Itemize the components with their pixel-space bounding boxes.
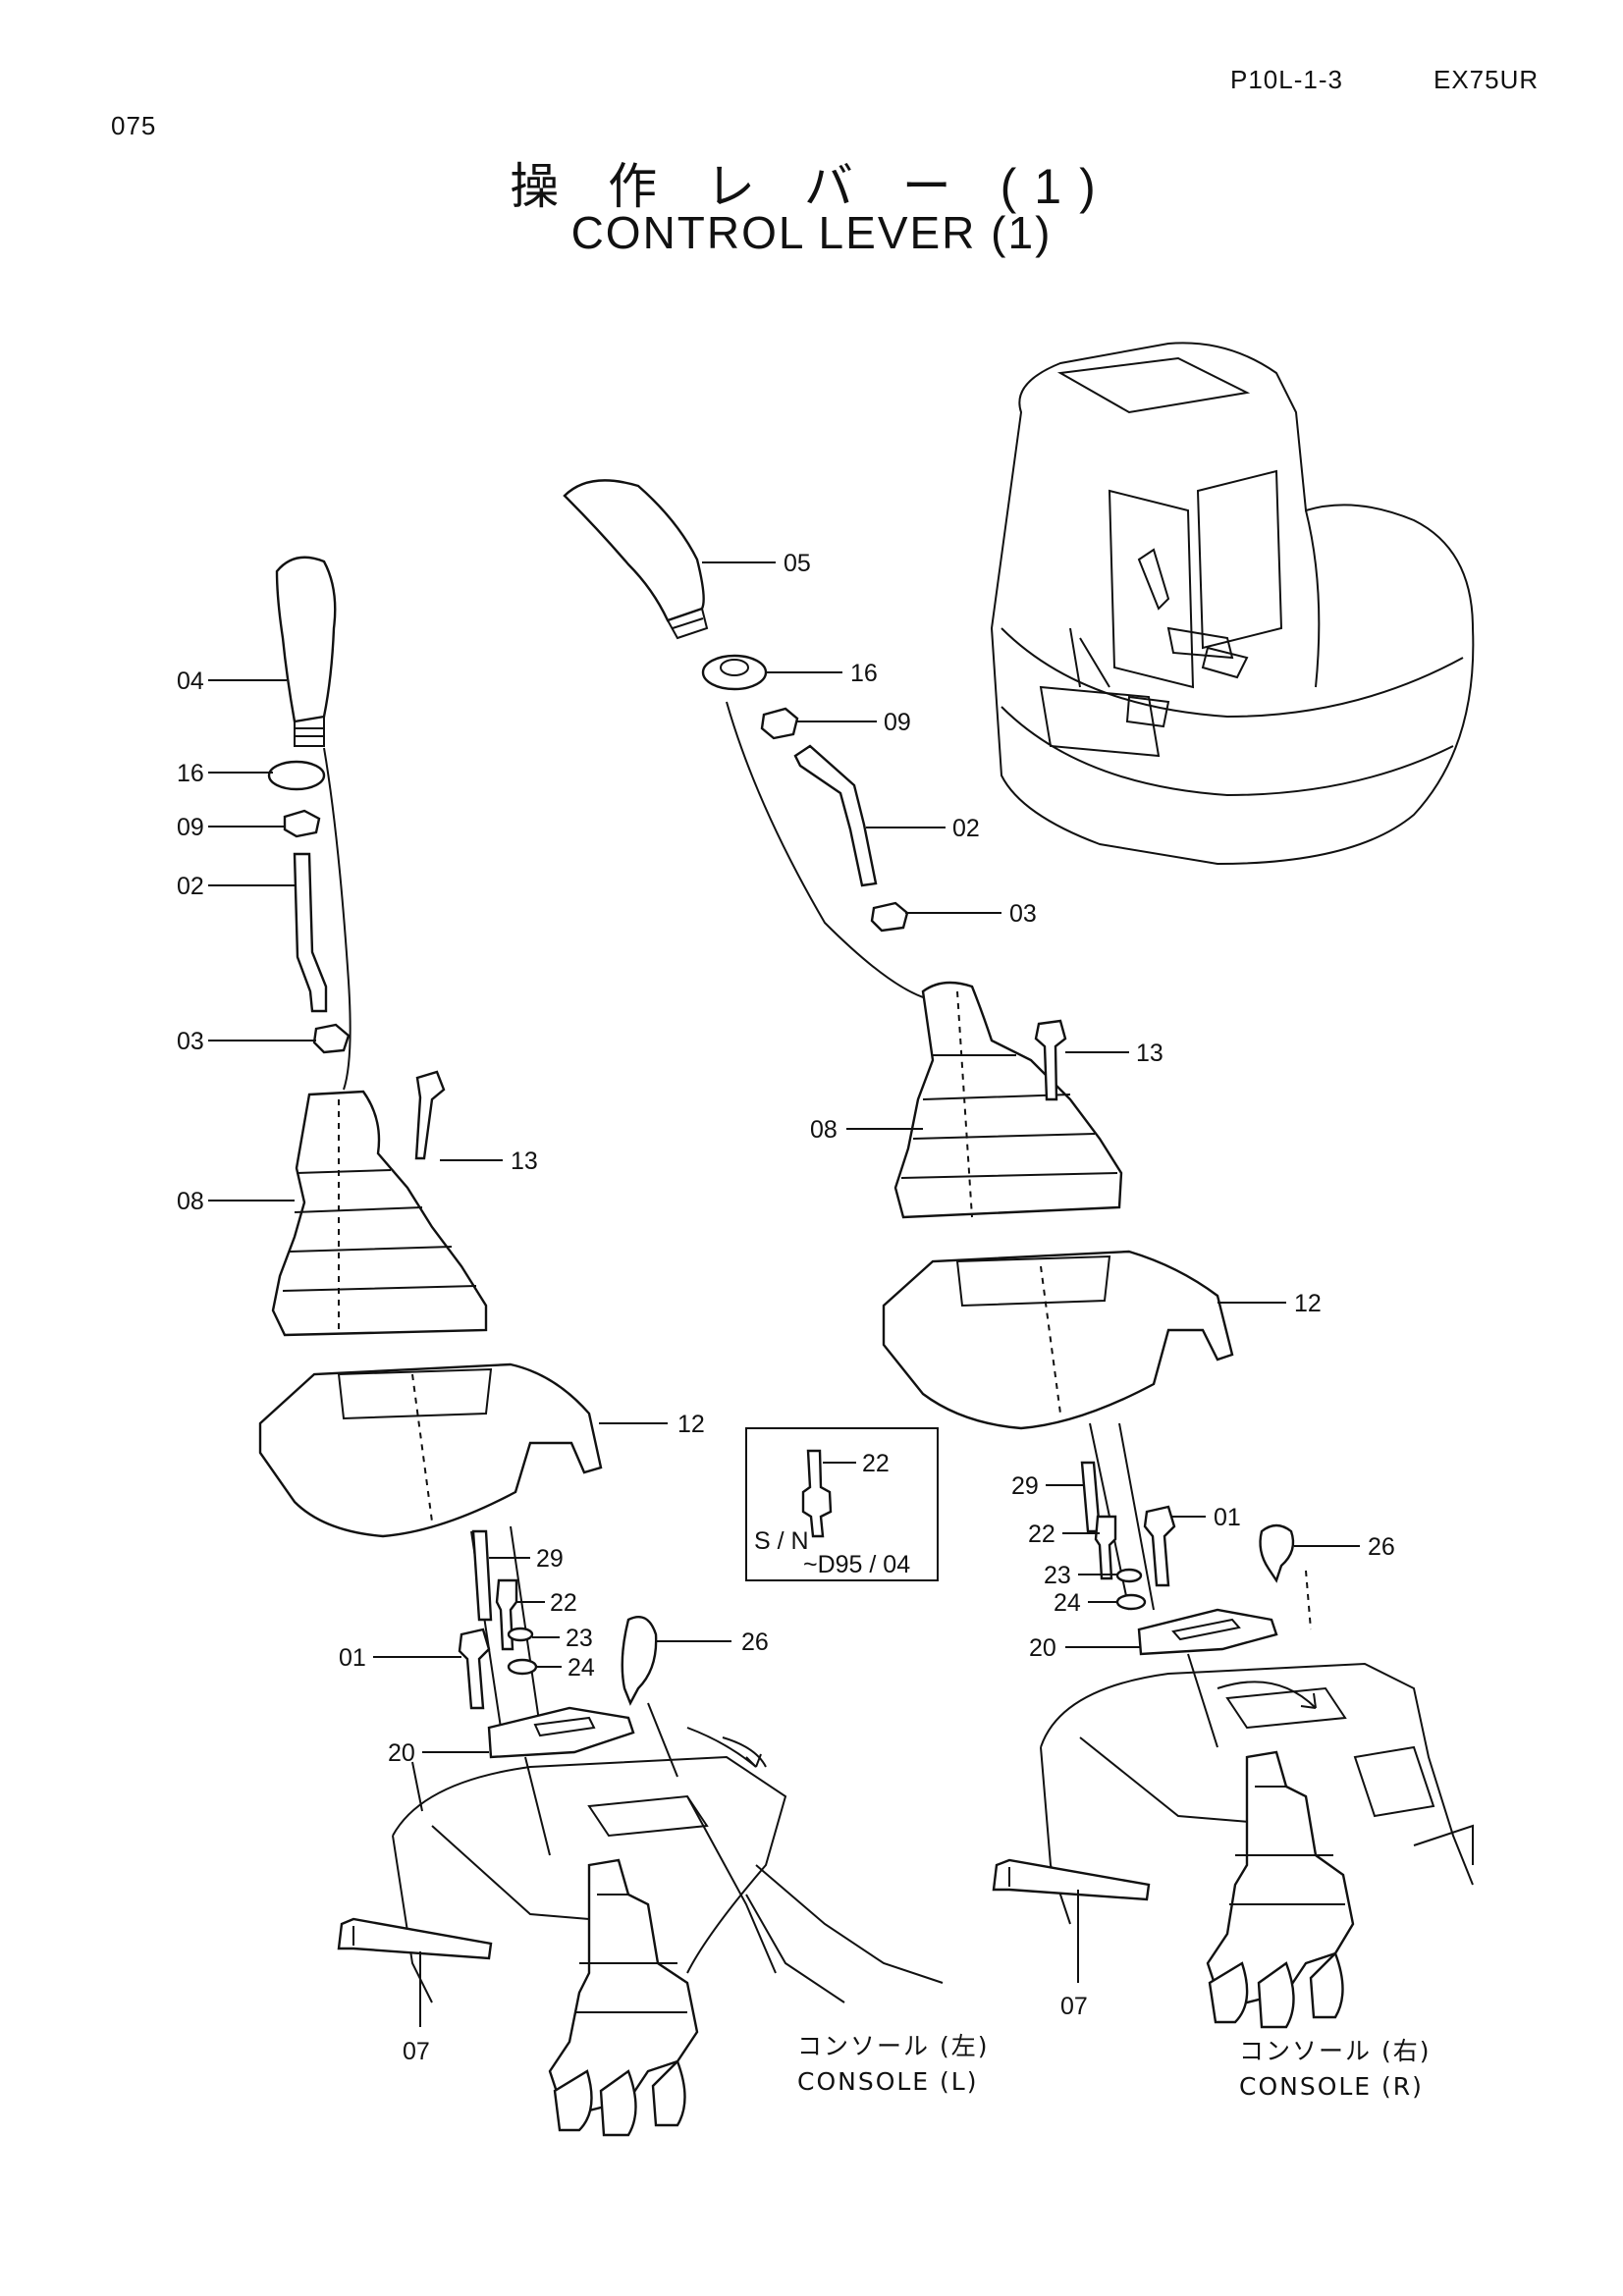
washer-part-24-right bbox=[1115, 1593, 1147, 1611]
callout-29-left: 29 bbox=[536, 1545, 564, 1573]
clamp-part-26-right bbox=[1259, 1523, 1295, 1583]
console-right-japanese: コンソール (右) bbox=[1239, 2037, 1431, 2065]
console-left-english: CONSOLE (L) bbox=[797, 2067, 979, 2096]
nut-part-09-left bbox=[283, 809, 321, 838]
pilot-valve-left bbox=[548, 1858, 699, 2112]
washer-part-23-left bbox=[507, 1627, 534, 1642]
callout-22-right: 22 bbox=[1028, 1521, 1055, 1548]
pilot-valve-right bbox=[1206, 1750, 1355, 2004]
boot-part-08-left bbox=[271, 1090, 488, 1337]
left-lever-assembly bbox=[258, 556, 944, 2137]
plate-part-20-right bbox=[1137, 1608, 1278, 1656]
callout-12-left: 12 bbox=[677, 1411, 705, 1438]
nut-part-03-left bbox=[312, 1023, 351, 1054]
callout-23-right: 23 bbox=[1044, 1562, 1071, 1589]
washer-part-23-right bbox=[1115, 1568, 1143, 1583]
bolt-part-13-left bbox=[414, 1070, 446, 1160]
callout-07-left: 07 bbox=[403, 2038, 430, 2065]
callout-20-left: 20 bbox=[388, 1739, 415, 1767]
callout-01-left: 01 bbox=[339, 1644, 366, 1672]
serial-number-inset: 22 S / N ~D95 / 04 bbox=[745, 1427, 939, 1581]
reference-code: P10L-1-3 bbox=[1230, 65, 1343, 94]
bolt-part-13-right bbox=[1034, 1019, 1067, 1101]
bent-rod-part-02-right bbox=[793, 744, 878, 887]
callout-08-left: 08 bbox=[177, 1188, 204, 1215]
ring-part-16-left bbox=[267, 760, 326, 791]
left-callouts: 04 16 09 02 03 13 08 12 29 22 23 24 01 2… bbox=[177, 667, 989, 2096]
callout-04: 04 bbox=[177, 667, 204, 695]
bolt-part-01-left bbox=[458, 1628, 491, 1710]
boot-part-08-right bbox=[893, 981, 1123, 1219]
callout-13-right: 13 bbox=[1136, 1040, 1163, 1067]
callout-16-right: 16 bbox=[850, 660, 878, 687]
callout-24-right: 24 bbox=[1054, 1589, 1081, 1617]
callout-29-right: 29 bbox=[1011, 1472, 1039, 1500]
callout-26-right: 26 bbox=[1368, 1533, 1395, 1561]
page-title-japanese: 操 作 レ バ ー (1) bbox=[510, 159, 1113, 214]
callout-02-right: 02 bbox=[952, 815, 980, 842]
right-callouts: 05 16 09 02 03 13 08 12 29 22 23 24 01 2… bbox=[702, 550, 1431, 2101]
inset-part-label: 22 bbox=[862, 1450, 890, 1477]
cover-part-12-right bbox=[882, 1250, 1234, 1430]
cable-tie-part-07-right bbox=[992, 1858, 1151, 1901]
inset-serial-label: S / N bbox=[754, 1527, 809, 1555]
bent-rod-part-02-left bbox=[293, 852, 328, 1013]
washer-part-24-left bbox=[507, 1658, 538, 1676]
callout-16-left: 16 bbox=[177, 760, 204, 787]
bolt-part-01-right bbox=[1143, 1505, 1176, 1587]
pin-part-29-left bbox=[471, 1529, 493, 1622]
callout-08-right: 08 bbox=[810, 1116, 838, 1144]
callout-23-left: 23 bbox=[566, 1625, 593, 1652]
clamp-part-26-left bbox=[621, 1615, 658, 1706]
excavator-cab-illustration bbox=[990, 342, 1475, 866]
grip-part-04 bbox=[275, 556, 337, 723]
cable-tie-part-07-left bbox=[337, 1917, 493, 1960]
grip-part-05 bbox=[563, 479, 705, 622]
bolt-part-22-right bbox=[1094, 1515, 1117, 1580]
callout-22-left: 22 bbox=[550, 1589, 577, 1617]
callout-03-right: 03 bbox=[1009, 900, 1037, 928]
inset-serial-range: ~D95 / 04 bbox=[803, 1551, 910, 1578]
page-number: 075 bbox=[111, 111, 157, 140]
callout-09-right: 09 bbox=[884, 709, 911, 736]
console-left-japanese: コンソール (左) bbox=[797, 2032, 989, 2060]
callout-03-left: 03 bbox=[177, 1028, 204, 1055]
callout-24-left: 24 bbox=[568, 1654, 595, 1682]
callout-02-left: 02 bbox=[177, 873, 204, 900]
page-title-english: CONTROL LEVER (1) bbox=[570, 207, 1053, 258]
nut-part-09-right bbox=[760, 707, 799, 740]
ring-part-16-right bbox=[701, 654, 768, 691]
model-code: EX75UR bbox=[1434, 65, 1540, 94]
callout-26-left: 26 bbox=[741, 1629, 769, 1656]
console-right-english: CONSOLE (R) bbox=[1239, 2072, 1424, 2101]
cover-part-12-left bbox=[258, 1362, 603, 1538]
callout-09-left: 09 bbox=[177, 814, 204, 841]
right-lever-assembly bbox=[563, 479, 1474, 2029]
callout-12-right: 12 bbox=[1294, 1290, 1322, 1317]
callout-13-left: 13 bbox=[511, 1148, 538, 1175]
nut-part-03-right bbox=[870, 901, 909, 933]
callout-07-right: 07 bbox=[1060, 1993, 1088, 2020]
callout-20-right: 20 bbox=[1029, 1634, 1056, 1662]
callout-01-right: 01 bbox=[1214, 1504, 1241, 1531]
bolt-part-22-inset bbox=[801, 1449, 833, 1538]
callout-05: 05 bbox=[784, 550, 811, 577]
